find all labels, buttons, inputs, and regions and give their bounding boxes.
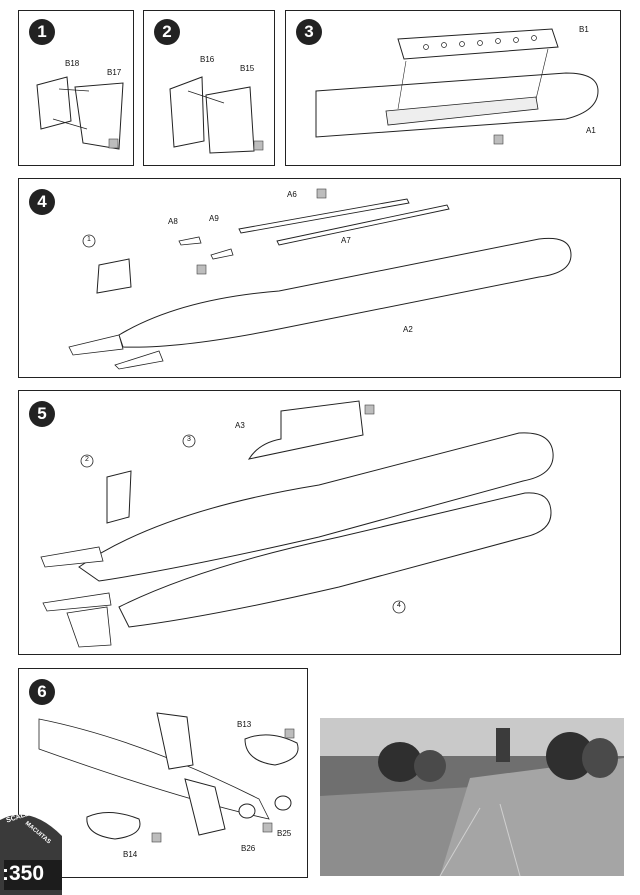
scale-badge: SCALE MACUITAS :350 xyxy=(0,806,62,895)
step-5-number: 5 xyxy=(29,401,55,427)
part-label-a9: A9 xyxy=(209,214,219,223)
part-label-a3: A3 xyxy=(235,421,245,430)
step-4-number: 4 xyxy=(29,189,55,215)
part-label-b13: B13 xyxy=(237,720,252,729)
step-1-number: 1 xyxy=(29,19,55,45)
part-label-b17: B17 xyxy=(107,68,122,77)
step-4-drawing xyxy=(68,188,572,370)
part-label-a8: A8 xyxy=(168,217,178,226)
callout-4: 4 xyxy=(397,602,401,609)
step-6-drawing xyxy=(38,712,299,843)
callout-3: 3 xyxy=(187,436,191,443)
callout-2: 2 xyxy=(85,456,89,463)
step-2-drawing xyxy=(169,76,264,154)
part-label-b25: B25 xyxy=(277,829,292,838)
part-label-b1: B1 xyxy=(579,25,589,34)
submarine-photo xyxy=(320,718,624,876)
step-1-panel: 1 B18 B17 xyxy=(18,10,134,166)
submarine-photo-art xyxy=(320,718,624,876)
part-label-b14: B14 xyxy=(123,850,138,859)
scale-badge-art xyxy=(0,814,62,895)
part-label-a7: A7 xyxy=(341,236,351,245)
part-label-a1: A1 xyxy=(586,126,596,135)
step-5-drawing xyxy=(40,400,554,648)
callout-1: 1 xyxy=(87,236,91,243)
step-3-panel: 3 B1 A1 xyxy=(285,10,621,166)
part-label-b18: B18 xyxy=(65,59,80,68)
scale-value: :350 xyxy=(2,862,45,885)
part-label-b26: B26 xyxy=(241,844,256,853)
part-label-a6: A6 xyxy=(287,190,297,199)
step-2-number: 2 xyxy=(154,19,180,45)
part-label-b15: B15 xyxy=(240,64,255,73)
part-label-b16: B16 xyxy=(200,55,215,64)
step-1-drawing xyxy=(36,76,124,150)
step-6-panel: 6 B13 B14 B26 B25 xyxy=(18,668,308,878)
step-6-number: 6 xyxy=(29,679,55,705)
part-label-a2: A2 xyxy=(403,325,413,334)
step-3-number: 3 xyxy=(296,19,322,45)
step-3-drawing xyxy=(315,28,599,145)
step-2-panel: 2 B16 B15 xyxy=(143,10,275,166)
step-5-panel: 5 A3 3 2 4 xyxy=(18,390,621,655)
step-4-panel: 4 A6 A7 A8 A9 A2 1 xyxy=(18,178,621,378)
